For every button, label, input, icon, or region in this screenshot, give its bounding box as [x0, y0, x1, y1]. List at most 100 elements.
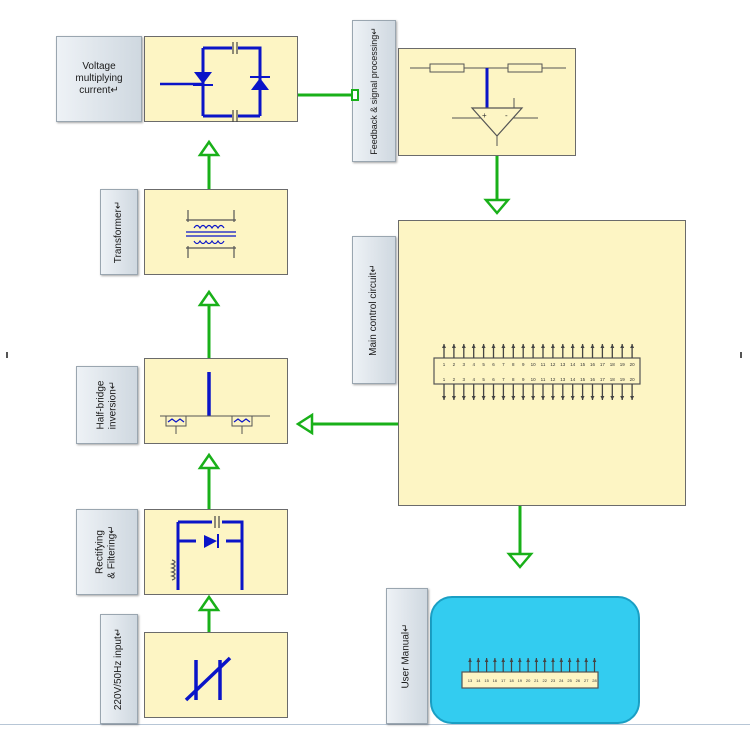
chip-pin-bottom-head [630, 396, 635, 400]
chip-pin-top-head [481, 344, 486, 348]
chip-pin-bottom-head [501, 396, 506, 400]
manual-chip-pin-head [567, 658, 572, 662]
left-edge-mark [6, 352, 8, 358]
chip-pin-number-bottom: 17 [600, 377, 606, 382]
resistor-icon-2 [507, 63, 543, 73]
chip-pin-top-head [531, 344, 536, 348]
user-manual-label: User Manual↵ [386, 588, 428, 724]
manual-chip-pin-number: 27 [584, 678, 589, 683]
chip-pin-top-head [461, 344, 466, 348]
chip-pin-bottom-head [620, 396, 625, 400]
chip-pin-bottom-head [560, 396, 565, 400]
chip-pin-bottom-head [570, 396, 575, 400]
chip-pin-top-head [590, 344, 595, 348]
chip-pin-bottom-head [580, 396, 585, 400]
chip-pin-number-bottom: 12 [550, 377, 556, 382]
manual-chip-pin-number: 21 [534, 678, 539, 683]
arrowhead-feedback-to-main [483, 198, 511, 215]
chip-pin-top-head [442, 344, 446, 348]
chip-pin-bottom-head [442, 396, 446, 400]
chip-pin-bottom-head [521, 396, 526, 400]
chip-pin-number-top: 13 [560, 362, 566, 367]
chip-pin-top-head [610, 344, 615, 348]
chip-pin-top-head [550, 344, 555, 348]
multiplier-block [144, 36, 298, 122]
manual-chip-pin-number: 25 [567, 678, 572, 683]
chip-pin-top-head [600, 344, 605, 348]
manual-chip-pin-head [493, 658, 497, 662]
manual-chip-pin-head [542, 658, 547, 662]
manual-chip-body [461, 671, 599, 689]
chip-pin-number-bottom: 7 [502, 377, 505, 382]
chip-pin-number-top: 15 [580, 362, 586, 367]
chip-pin-top-head [521, 344, 526, 348]
manual-chip-pin-number: 16 [493, 678, 498, 683]
opamp-icon [470, 107, 524, 137]
multiplier-label-text: Voltage multiplying current↵ [75, 61, 123, 96]
svg-text:+: + [482, 111, 487, 120]
chip-pin-number-bottom: 13 [560, 377, 566, 382]
chip-pin-number-top: 3 [463, 362, 466, 367]
manual-chip-pin-number: 15 [484, 678, 489, 683]
manual-chip-pin-head [518, 658, 522, 662]
manual-chip-pin-head [468, 658, 472, 662]
chip-pin-number-top: 19 [620, 362, 626, 367]
halfbridge-block [144, 358, 288, 444]
manual-chip-pin-number: 18 [509, 678, 514, 683]
chip-pin-number-bottom: 20 [630, 377, 636, 382]
manual-chip-pin-number: 23 [551, 678, 556, 683]
chip-pin-top-head [560, 344, 565, 348]
chip-pin-number-top: 1 [443, 362, 446, 367]
chip-pin-number-top: 4 [472, 362, 475, 367]
chip-pin-number-bottom: 1 [443, 377, 446, 382]
chip-pin-bottom-head [481, 396, 486, 400]
chip-pin-number-top: 9 [522, 362, 525, 367]
chip-pin-bottom-head [550, 396, 555, 400]
manual-chip-pin-head [551, 658, 555, 662]
chip-pin-top-head [630, 344, 635, 348]
manual-chip-pin-head [584, 658, 588, 662]
chip-pin-number-top: 7 [502, 362, 505, 367]
rectify-circuit [170, 516, 244, 590]
chip-pin-number-top: 14 [570, 362, 576, 367]
chip-pin-top-head [620, 344, 625, 348]
manual-chip-pin-head [559, 658, 564, 662]
user-manual-screen [430, 596, 640, 724]
chip-pin-number-top: 5 [482, 362, 485, 367]
chip-pin-number-top: 12 [550, 362, 556, 367]
chip-pin-number-top: 2 [453, 362, 456, 367]
chip-pin-number-top: 20 [630, 362, 636, 367]
chip-pin-bottom-head [471, 396, 476, 400]
halfbridge-circuit [160, 372, 270, 434]
chip-pin-top-head [570, 344, 575, 348]
chip-pin-top-head [501, 344, 506, 348]
chip-pin-number-bottom: 9 [522, 377, 525, 382]
svg-text:-: - [505, 111, 508, 120]
chip-pin-number-bottom: 18 [610, 377, 616, 382]
chip-pin-number-bottom: 6 [492, 377, 495, 382]
flow-arrows [197, 89, 534, 632]
arrowhead-input-to-rectify [197, 594, 221, 612]
chip-pin-number-bottom: 3 [463, 377, 466, 382]
chip-pin-number-top: 11 [541, 362, 546, 367]
manual-chip-pin-number: 22 [542, 678, 547, 683]
chip-pin-number-top: 10 [531, 362, 537, 367]
chip-pin-number-bottom: 2 [453, 377, 456, 382]
manual-chip-pin-number: 28 [592, 678, 597, 683]
arrowhead-multiplier-to-feedback [351, 89, 359, 101]
arrowhead-halfbridge-to-transformer [197, 289, 221, 307]
chip-body [433, 357, 641, 385]
chip-pin-top-head [541, 344, 545, 348]
manual-chip-pin-head [501, 658, 505, 662]
chip-pin-number-bottom: 4 [472, 377, 475, 382]
manual-chip-pin-head [592, 658, 597, 662]
input-block [144, 632, 288, 718]
main-control-label: Main control circuit↵ [352, 236, 396, 384]
manual-chip-pin-number: 19 [518, 678, 523, 683]
manual-chip-pin-head [476, 658, 481, 662]
chip-pin-bottom-head [451, 396, 456, 400]
chip-pin-number-top: 16 [590, 362, 596, 367]
manual-chip-pin-head [526, 658, 530, 662]
